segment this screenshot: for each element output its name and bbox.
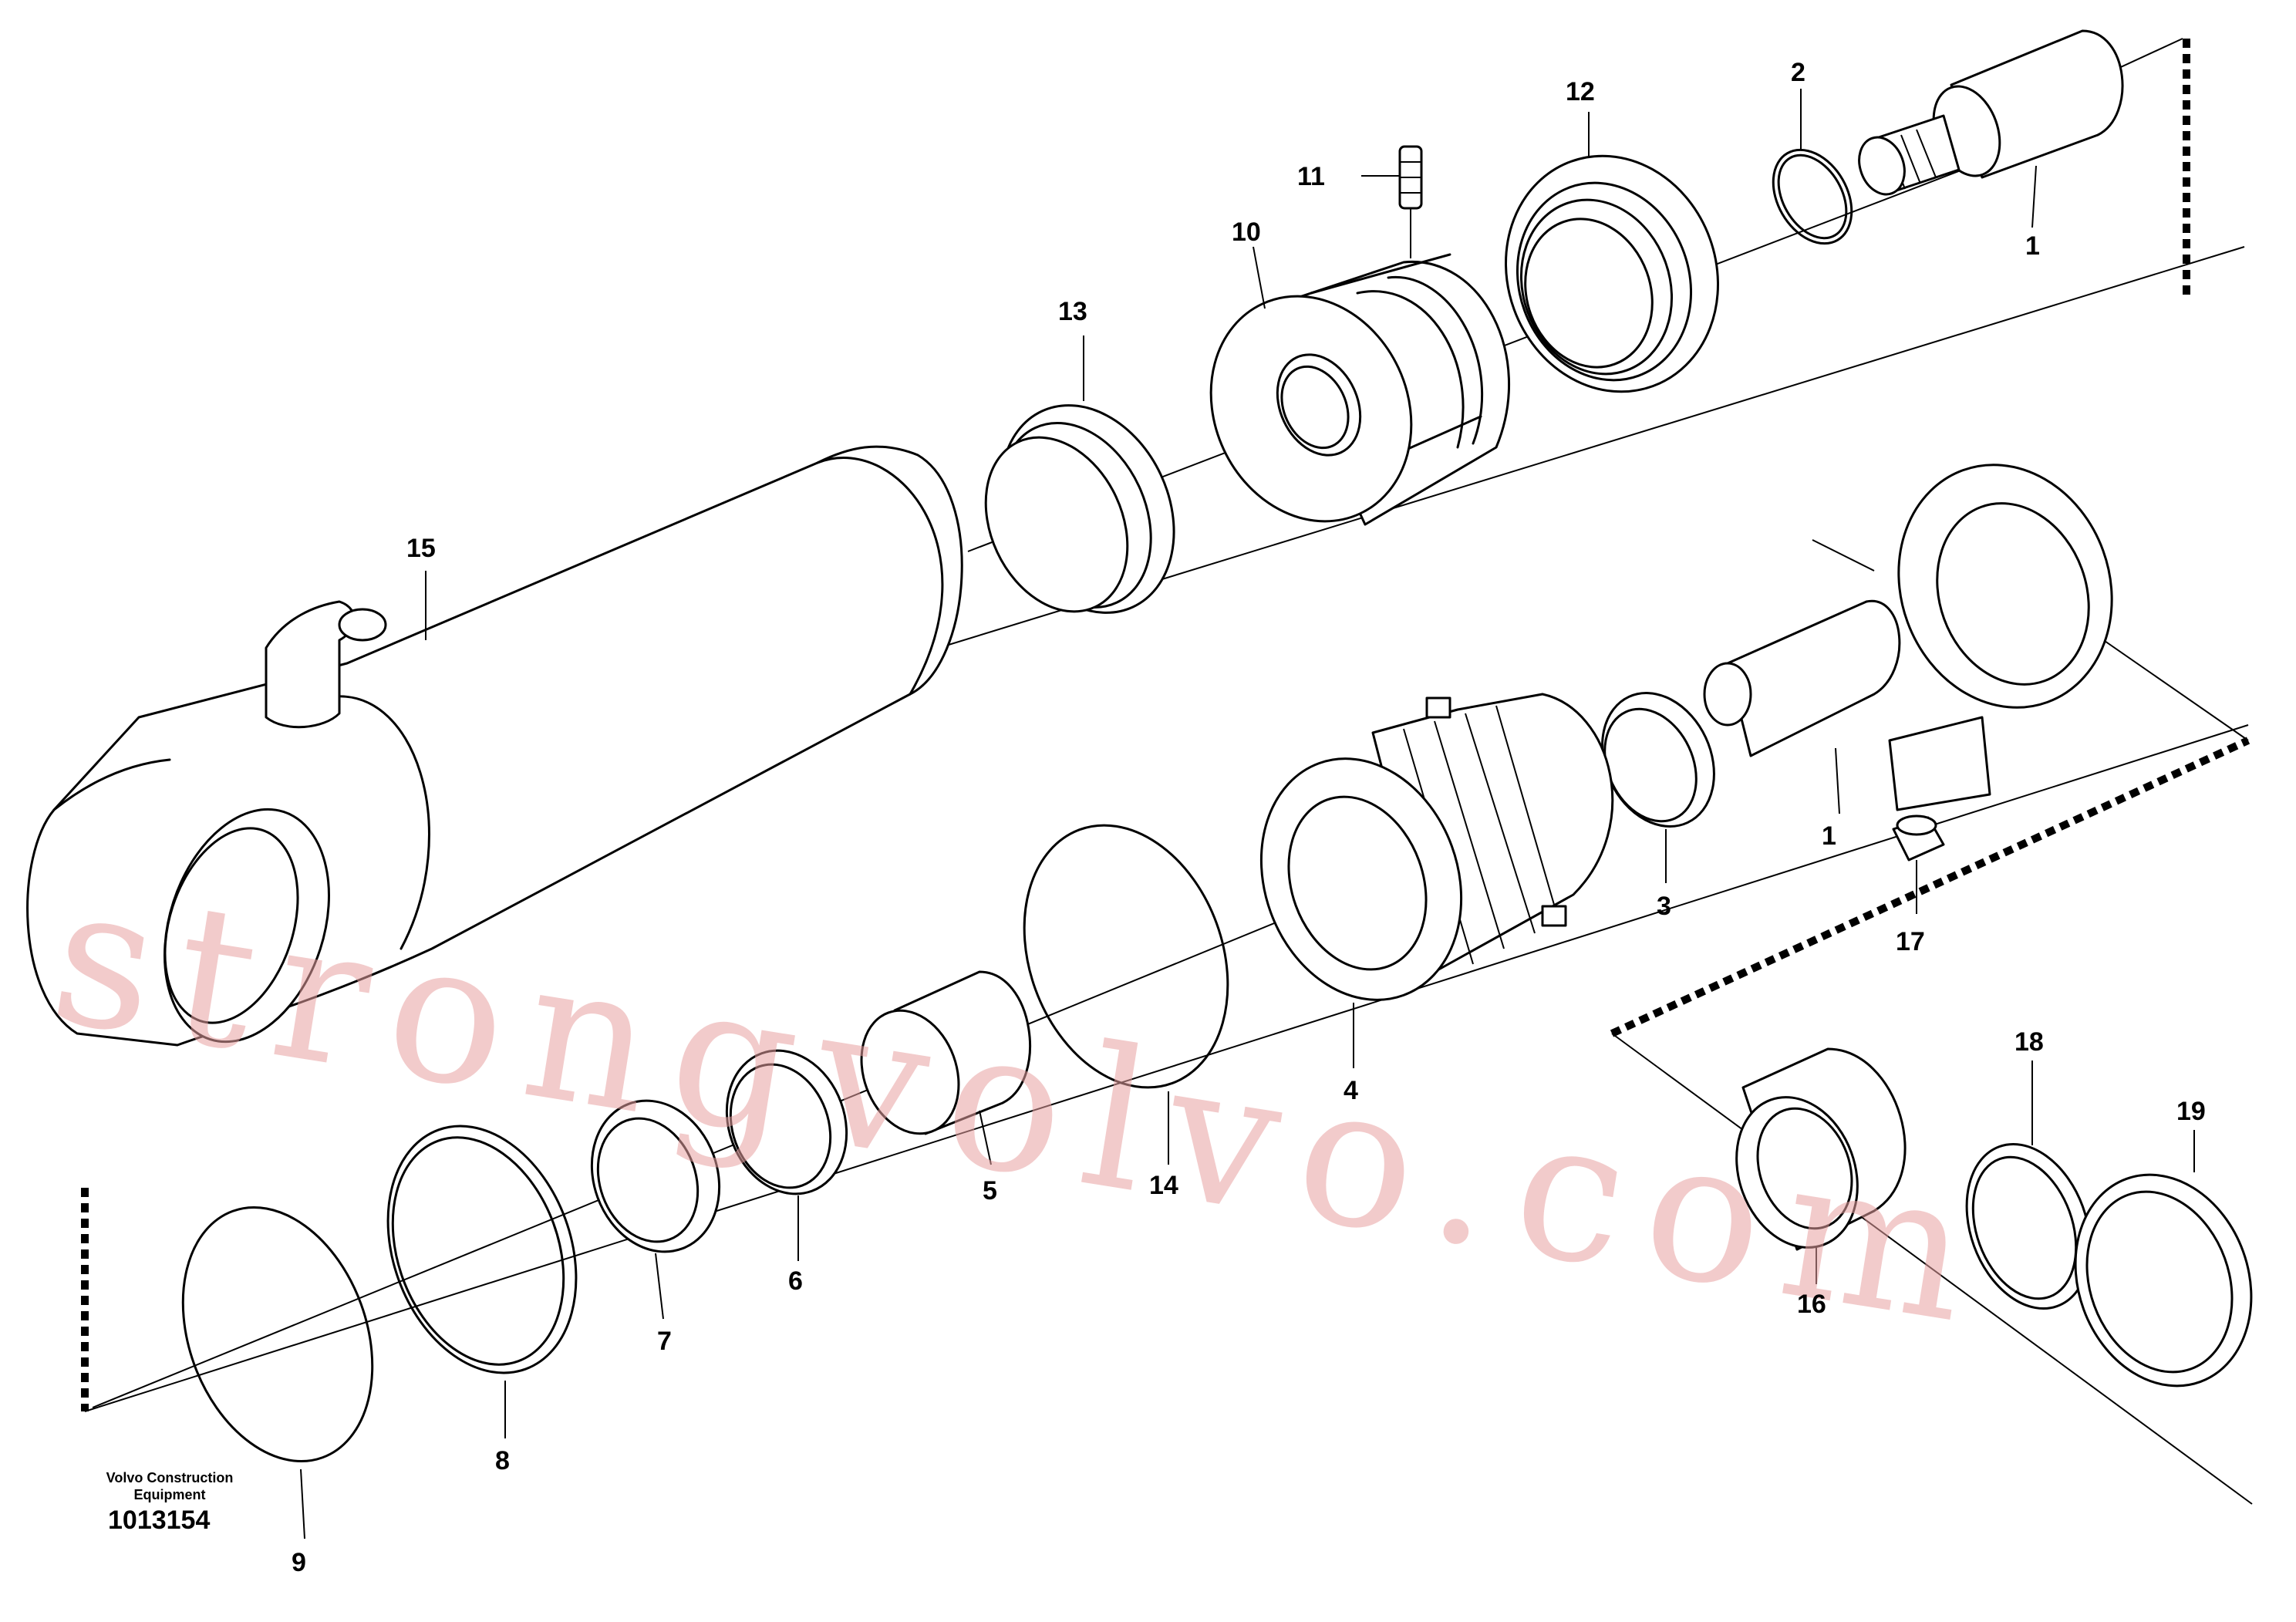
part-labels: 1 2 12 11 10 13 15 1 3 17 4 5 14 6 7 8 9… — [292, 58, 2206, 1577]
label-part-5: 5 — [983, 1176, 997, 1206]
leader-lines — [300, 89, 2195, 1539]
o-ring-part-2 — [1772, 148, 1853, 245]
label-part-14: 14 — [1149, 1171, 1178, 1200]
label-part-18: 18 — [2014, 1027, 2044, 1057]
diagram-code: 1013154 — [108, 1506, 211, 1535]
seal-part-3 — [1601, 692, 1715, 828]
label-part-17: 17 — [1896, 927, 1925, 956]
wiper-part-7 — [590, 1099, 721, 1253]
label-part-4: 4 — [1344, 1076, 1358, 1105]
grease-nipple-part-17 — [1892, 814, 1945, 914]
label-part-9: 9 — [292, 1548, 306, 1577]
label-part-10: 10 — [1232, 218, 1261, 247]
label-part-13: 13 — [1058, 297, 1087, 326]
label-part-12: 12 — [1566, 77, 1595, 106]
label-part-7: 7 — [657, 1327, 672, 1356]
ring-part-13 — [984, 404, 1175, 614]
set-screw-part-11 — [1398, 145, 1423, 258]
nut-part-12 — [1505, 154, 1719, 393]
bushing-part-5 — [860, 970, 1032, 1135]
piston-part-10 — [1209, 253, 1510, 526]
ring-part-8 — [386, 1125, 578, 1374]
rod-eye-part-1-bottom — [1703, 464, 2113, 811]
label-part-2: 2 — [1791, 58, 1805, 87]
label-part-1-bottom: 1 — [1822, 821, 1836, 851]
ring-part-18 — [1965, 1142, 2092, 1310]
label-part-19: 19 — [2176, 1097, 2206, 1126]
label-part-15: 15 — [406, 534, 436, 563]
label-part-6: 6 — [788, 1266, 803, 1296]
publisher-block: Volvo Construction Equipment 1013154 — [31, 1469, 308, 1537]
publisher-line-1: Volvo Construction — [106, 1470, 234, 1485]
cylinder-head-part-4 — [1259, 693, 1614, 1001]
piston-rod-part-1-top — [1858, 29, 2124, 196]
label-part-3: 3 — [1657, 892, 1671, 921]
watermark-text: strongvolvo.com — [39, 841, 2006, 1369]
label-part-8: 8 — [495, 1446, 510, 1475]
o-ring-part-14 — [1023, 824, 1229, 1089]
label-part-16: 16 — [1797, 1290, 1826, 1319]
publisher-line-2: Equipment — [133, 1487, 206, 1502]
cylinder-tube-part-15 — [26, 445, 963, 1047]
bushing-part-16 — [1735, 1047, 1907, 1251]
label-part-1-top: 1 — [2025, 231, 2040, 261]
ring-part-19 — [2074, 1173, 2253, 1388]
label-part-11: 11 — [1297, 162, 1325, 191]
o-ring-part-9 — [181, 1206, 374, 1463]
ring-part-6 — [725, 1049, 848, 1195]
